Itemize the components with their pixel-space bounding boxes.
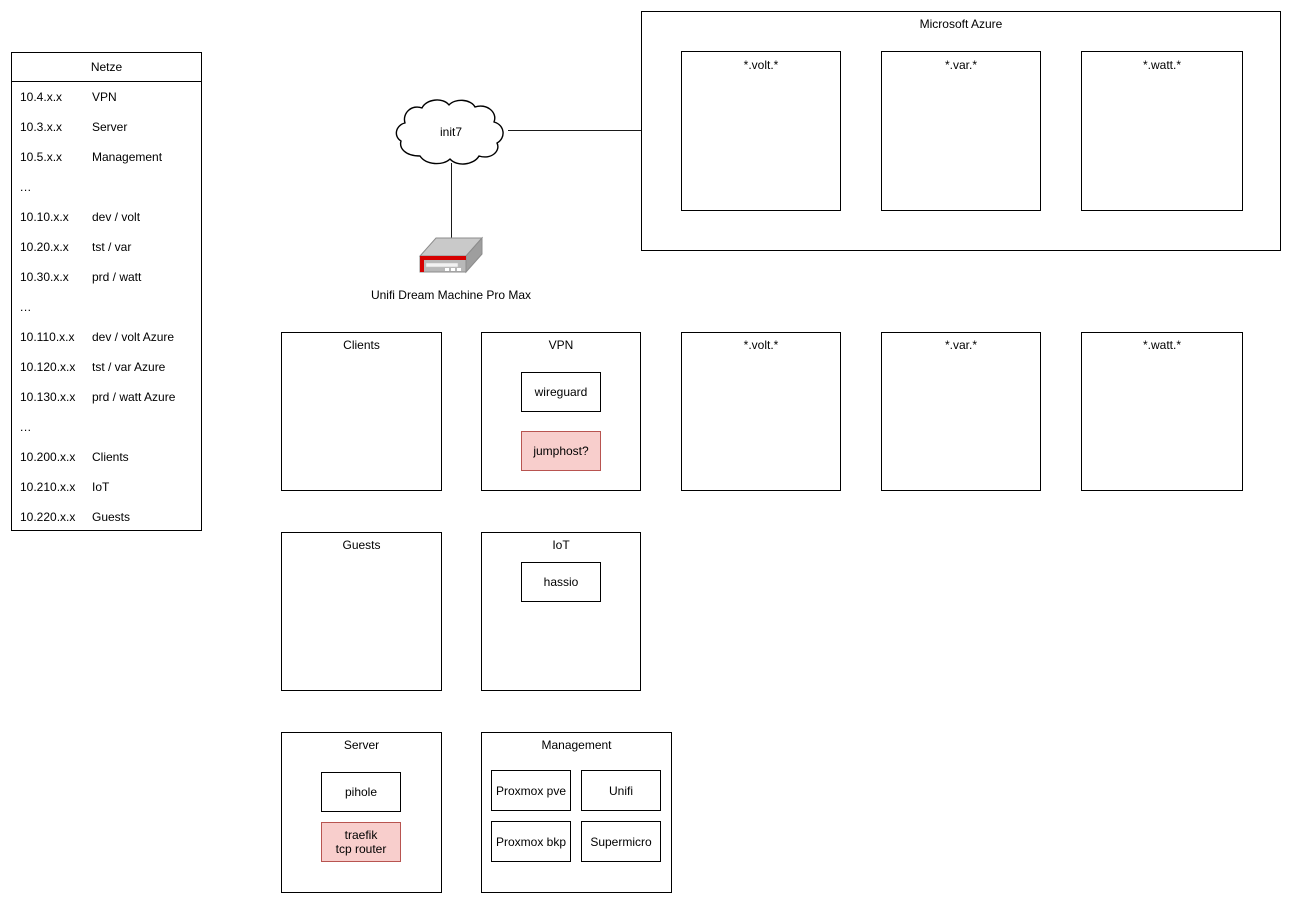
table-row-separator: ...: [12, 172, 201, 202]
cloud-init7: init7: [391, 98, 511, 166]
vlan-watt: *.watt.*: [1081, 332, 1243, 491]
vlan-title: *.volt.*: [743, 338, 779, 352]
azure-zone-volt: *.volt.*: [681, 51, 841, 211]
netze-cidr: ...: [20, 420, 32, 434]
service-label: hassio: [543, 575, 579, 589]
azure-zone-label: *.var.*: [944, 58, 977, 72]
netze-cidr: ...: [20, 300, 32, 314]
netze-label: IoT: [92, 480, 110, 494]
netze-cidr: 10.5.x.x: [20, 150, 63, 164]
vlan-var: *.var.*: [881, 332, 1041, 491]
netze-cidr: 10.200.x.x: [20, 450, 76, 464]
netze-cidr: 10.3.x.x: [20, 120, 63, 134]
netze-table-body: 10.4.x.x VPN 10.3.x.x Server 10.5.x.x Ma…: [12, 82, 201, 532]
netze-cidr: 10.120.x.x: [20, 360, 76, 374]
vlan-title: Server: [343, 738, 380, 752]
router-label: Unifi Dream Machine Pro Max: [370, 288, 532, 302]
cloud-icon: [395, 99, 504, 165]
netze-label: Server: [92, 120, 128, 134]
router-device: [418, 236, 484, 282]
cloud-label: init7: [439, 125, 462, 139]
netze-cidr: 10.130.x.x: [20, 390, 76, 404]
netze-cidr: ...: [20, 180, 32, 194]
table-row: 10.5.x.x Management: [12, 142, 201, 172]
azure-title: Microsoft Azure: [919, 17, 1003, 31]
service-label: pihole: [344, 785, 378, 799]
service-label: wireguard: [534, 385, 588, 399]
vlan-title: VPN: [548, 338, 574, 352]
azure-zone-watt: *.watt.*: [1081, 51, 1243, 211]
netze-label: Guests: [92, 510, 131, 524]
router-icon: [418, 236, 484, 274]
netze-label: VPN: [92, 90, 117, 104]
table-row-separator: ...: [12, 292, 201, 322]
table-row: 10.220.x.x Guests: [12, 502, 201, 532]
service-proxmox-pve: Proxmox pve: [491, 770, 571, 811]
service-unifi: Unifi: [581, 770, 661, 811]
service-pihole: pihole: [321, 772, 401, 812]
service-hassio: hassio: [521, 562, 601, 602]
azure-zone-label: *.watt.*: [1142, 58, 1181, 72]
netze-label: dev / volt: [92, 210, 141, 224]
netze-label: tst / var Azure: [92, 360, 166, 374]
vlan-clients: Clients: [281, 332, 442, 491]
table-row: 10.110.x.x dev / volt Azure: [12, 322, 201, 352]
netze-cidr: 10.10.x.x: [20, 210, 69, 224]
vlan-title: *.watt.*: [1142, 338, 1181, 352]
table-row: 10.4.x.x VPN: [12, 82, 201, 112]
service-traefik: traefik tcp router: [321, 822, 401, 862]
vlan-title: IoT: [552, 538, 570, 552]
netze-cidr: 10.220.x.x: [20, 510, 76, 524]
netze-cidr: 10.20.x.x: [20, 240, 69, 254]
vlan-volt: *.volt.*: [681, 332, 841, 491]
vlan-management: Management: [481, 732, 672, 893]
vlan-title: Clients: [343, 338, 380, 352]
vlan-title: Management: [541, 738, 612, 752]
netze-cidr: 10.30.x.x: [20, 270, 69, 284]
table-row-separator: ...: [12, 412, 201, 442]
netze-label: Management: [92, 150, 163, 164]
service-label: Unifi: [608, 783, 633, 798]
netze-label: prd / watt Azure: [92, 390, 176, 404]
connector-cloud-to-azure: [508, 130, 642, 131]
vlan-iot: IoT: [481, 532, 641, 691]
netze-label: tst / var: [92, 240, 132, 254]
service-label: Proxmox pve: [495, 783, 567, 798]
azure-zone-var: *.var.*: [881, 51, 1041, 211]
vlan-server: Server: [281, 732, 442, 893]
table-row: 10.3.x.x Server: [12, 112, 201, 142]
table-row: 10.130.x.x prd / watt Azure: [12, 382, 201, 412]
vlan-title: *.var.*: [944, 338, 977, 352]
netze-label: dev / volt Azure: [92, 330, 175, 344]
service-wireguard: wireguard: [521, 372, 601, 412]
service-jumphost: jumphost?: [521, 431, 601, 471]
service-label: Supermicro: [590, 834, 652, 849]
connector-cloud-to-router: [451, 163, 452, 238]
netze-cidr: 10.210.x.x: [20, 480, 76, 494]
table-row: 10.20.x.x tst / var: [12, 232, 201, 262]
table-row: 10.120.x.x tst / var Azure: [12, 352, 201, 382]
netze-label: prd / watt: [92, 270, 142, 284]
netze-label: Clients: [92, 450, 129, 464]
table-row: 10.200.x.x Clients: [12, 442, 201, 472]
service-label: Proxmox bkp: [495, 834, 567, 849]
vlan-guests: Guests: [281, 532, 442, 691]
netze-table-header: Netze: [12, 53, 201, 82]
table-row: 10.10.x.x dev / volt: [12, 202, 201, 232]
azure-zone-label: *.volt.*: [743, 58, 779, 72]
service-label: jumphost?: [533, 444, 589, 458]
netze-table: Netze 10.4.x.x VPN 10.3.x.x Server 10.5.…: [11, 52, 202, 531]
vlan-title: Guests: [342, 538, 381, 552]
table-row: 10.210.x.x IoT: [12, 472, 201, 502]
netze-cidr: 10.4.x.x: [20, 90, 63, 104]
service-label: traefik tcp router: [335, 828, 387, 856]
table-row: 10.30.x.x prd / watt: [12, 262, 201, 292]
service-proxmox-bkp: Proxmox bkp: [491, 821, 571, 862]
service-supermicro: Supermicro: [581, 821, 661, 862]
netze-cidr: 10.110.x.x: [20, 330, 75, 344]
